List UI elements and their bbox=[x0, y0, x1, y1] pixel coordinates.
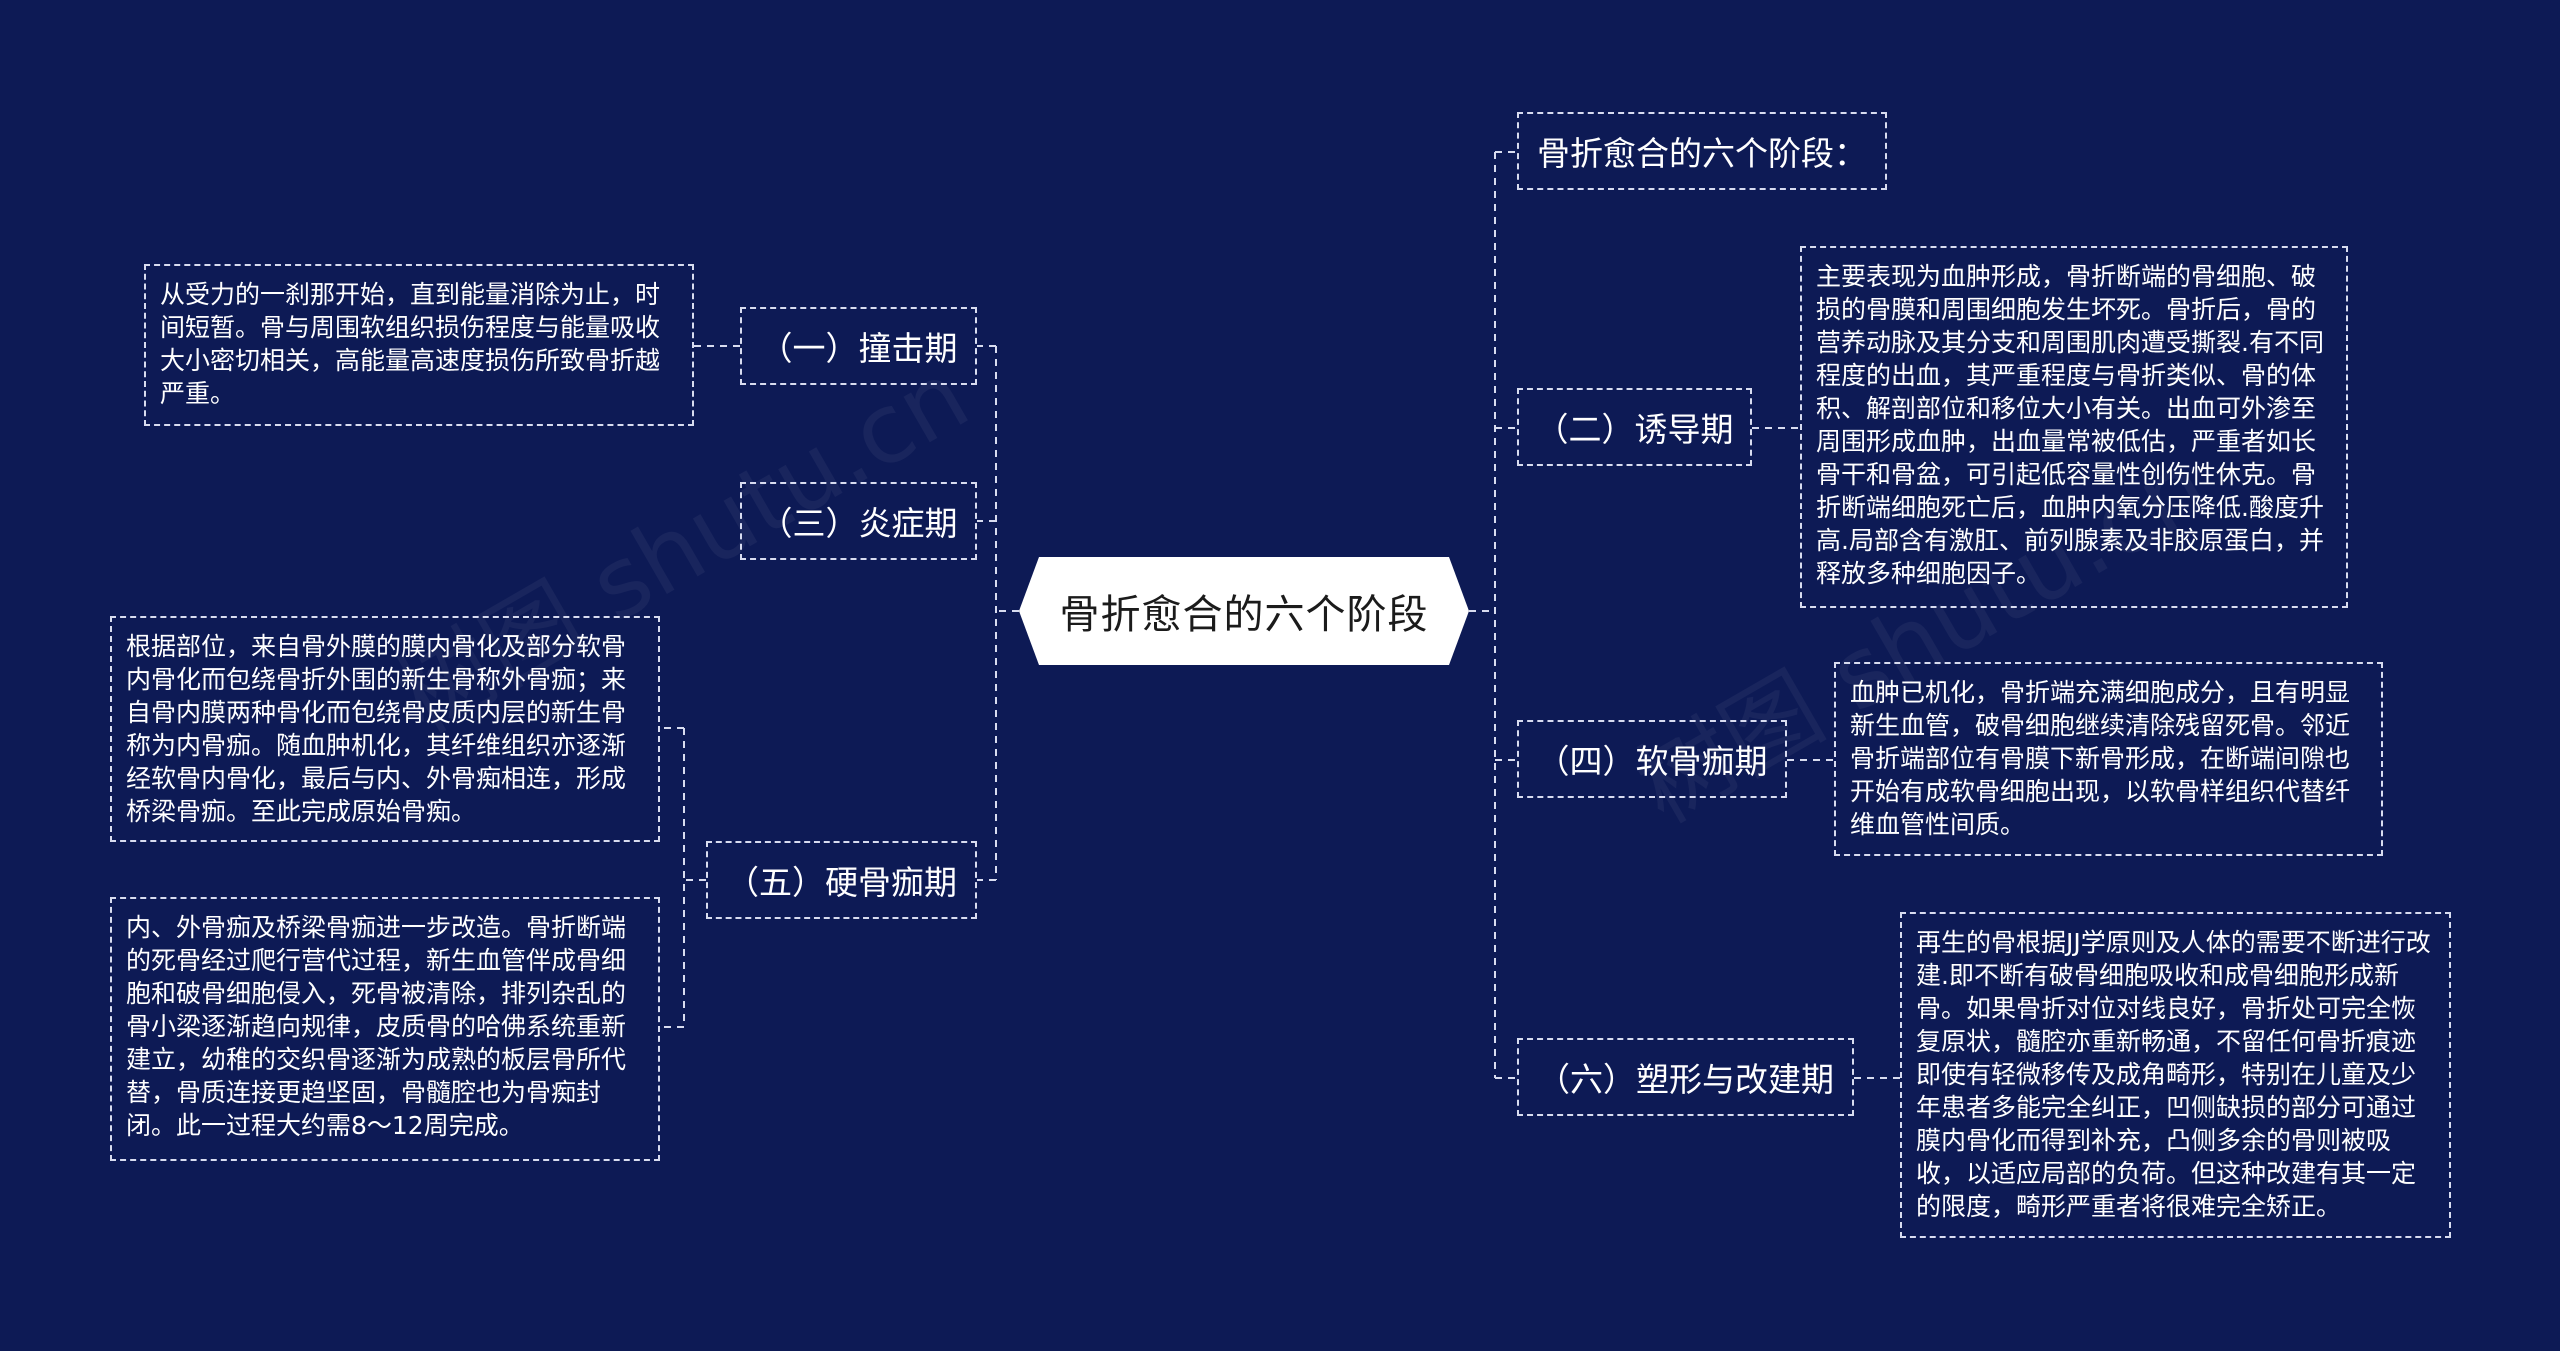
center-topic[interactable]: 骨折愈合的六个阶段 bbox=[1019, 557, 1469, 665]
stage5-node[interactable]: （五）硬骨痂期 bbox=[706, 841, 977, 919]
stage4-note: 血肿已机化，骨折端充满细胞成分，且有明显新生血管，破骨细胞继续清除残留死骨。邻近… bbox=[1834, 662, 2383, 856]
stage4-node[interactable]: （四）软骨痂期 bbox=[1517, 720, 1787, 798]
stage5-note-a: 根据部位，来自骨外膜的膜内骨化及部分软骨内骨化而包绕骨折外围的新生骨称外骨痂；来… bbox=[110, 616, 660, 842]
stage2-note: 主要表现为血肿形成，骨折断端的骨细胞、破损的骨膜和周围细胞发生坏死。骨折后，骨的… bbox=[1800, 246, 2348, 608]
stage1-node[interactable]: （一）撞击期 bbox=[740, 307, 977, 385]
stage2-node[interactable]: （二）诱导期 bbox=[1517, 388, 1752, 466]
stage5-note-b: 内、外骨痂及桥梁骨痂进一步改造。骨折断端的死骨经过爬行营代过程，新生血管伴成骨细… bbox=[110, 897, 660, 1161]
stage3-node[interactable]: （三）炎症期 bbox=[740, 482, 977, 560]
stage6-note: 再生的骨根据JJ学原则及人体的需要不断进行改建.即不断有破骨细胞吸收和成骨细胞形… bbox=[1900, 912, 2451, 1238]
stage6-node[interactable]: （六）塑形与改建期 bbox=[1517, 1038, 1854, 1116]
intro-node[interactable]: 骨折愈合的六个阶段： bbox=[1517, 112, 1887, 190]
stage1-note: 从受力的一刹那开始，直到能量消除为止，时间短暂。骨与周围软组织损伤程度与能量吸收… bbox=[144, 264, 694, 426]
